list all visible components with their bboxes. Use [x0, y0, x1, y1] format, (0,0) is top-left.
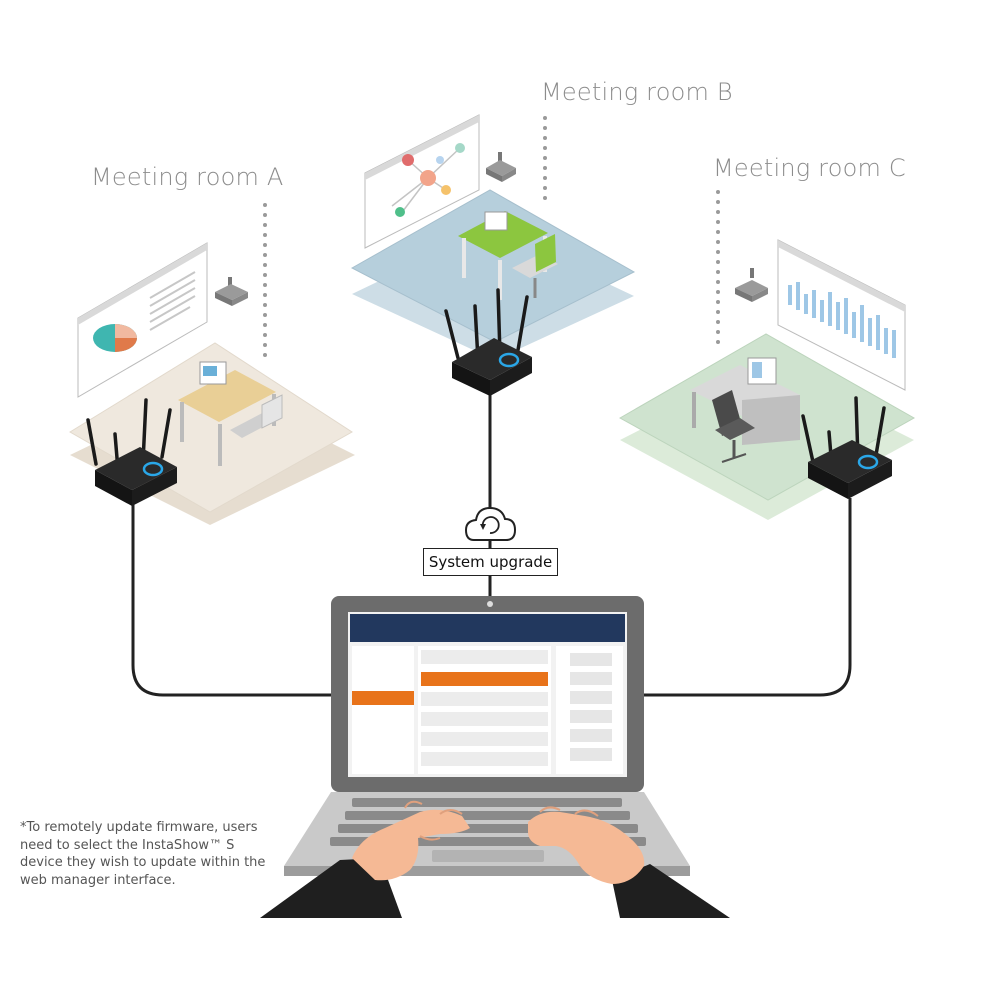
room-a-instashow-device [86, 398, 177, 506]
device-ring-icon [857, 454, 879, 470]
room-a-label: Meeting room A [91, 163, 284, 191]
screen-left-selected-item [352, 691, 414, 705]
leader-room-a [263, 203, 267, 357]
room-a-projector [215, 277, 248, 306]
room-b-label: Meeting room B [541, 78, 733, 106]
device-ring-icon [498, 352, 520, 368]
leader-room-c [716, 190, 720, 344]
cloud-sync-icon [464, 506, 517, 541]
typing-hands [260, 800, 730, 918]
laptop-touchpad [432, 850, 544, 862]
label-leaders [263, 116, 720, 357]
meeting-room-c [618, 239, 916, 520]
screen-left-pane [352, 646, 414, 774]
left-sleeve [260, 858, 402, 918]
webcam-icon [487, 601, 493, 607]
cable-room-c [642, 498, 852, 697]
room-c-instashow-device [801, 396, 892, 499]
meeting-room-a [69, 242, 355, 525]
room-b-desk [458, 211, 558, 300]
room-b-projector [486, 152, 516, 182]
room-c-whiteboard [777, 239, 906, 391]
laptop [284, 596, 690, 876]
room-a-whiteboard [77, 242, 208, 398]
bar-chart-icon [788, 282, 896, 358]
leader-room-b [543, 116, 547, 200]
meeting-room-b [350, 114, 636, 396]
screen-device-list [418, 646, 551, 774]
right-sleeve [612, 864, 730, 918]
left-hand [352, 809, 470, 881]
footnote: *To remotely update firmware, users need… [20, 820, 266, 888]
cable-room-a [131, 500, 335, 697]
screen-selected-device-row [421, 672, 548, 686]
room-b-whiteboard [364, 114, 480, 249]
room-a-desk [178, 361, 283, 466]
screen-header-bar [350, 614, 625, 642]
room-c-desk [690, 357, 800, 463]
right-hand [528, 811, 645, 884]
room-c-label: Meeting room C [713, 154, 906, 182]
room-c-projector [735, 268, 768, 302]
device-ring-icon [142, 461, 164, 477]
room-b-instashow-device [444, 288, 532, 396]
screen-right-pane [556, 646, 623, 774]
system-upgrade-label: System upgrade [423, 548, 558, 576]
